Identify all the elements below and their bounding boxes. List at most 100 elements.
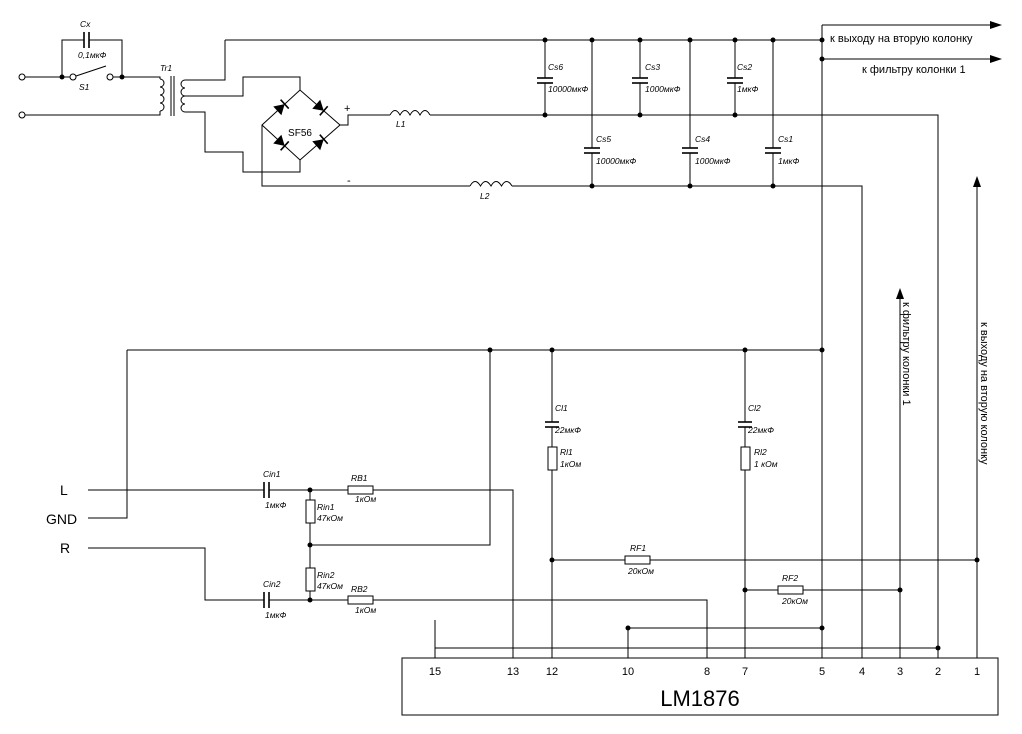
junction-dot: [770, 183, 776, 189]
wire-cx-loop: [61, 39, 123, 77]
junction-dot: [974, 557, 980, 563]
ic-pin-15: 15: [429, 666, 441, 678]
mains-terminal-top: [18, 73, 26, 81]
ic-pin-4: 4: [859, 666, 865, 678]
plus-sign: +: [344, 103, 350, 115]
ic-lm1876-body: [401, 657, 999, 716]
cap-cl1-value: 22мкФ: [554, 425, 581, 435]
resistor-rb2: [347, 595, 374, 605]
resistor-rin2-ref: Rin2: [317, 570, 335, 580]
resistor-rb2-value: 1кОм: [355, 605, 376, 615]
resistor-rin1-value: 47кОм: [317, 513, 343, 523]
cap-cl1-ref: Cl1: [555, 403, 568, 413]
junction-dot: [687, 183, 693, 189]
wire-mains-bottom: [25, 111, 161, 116]
cap-cin2-value: 1мкФ: [265, 610, 287, 620]
resistor-rf2-value: 20кОм: [781, 596, 808, 606]
wire-input-r: [88, 547, 708, 658]
junction-dot: [542, 37, 548, 43]
cap-cin1-ref: Cin1: [263, 469, 281, 479]
junction-dot: [542, 112, 548, 118]
cap-cs6-ref: Cs6: [548, 62, 563, 72]
ic-pin-10: 10: [622, 666, 634, 678]
cap-cs3-value: 1000мкФ: [645, 84, 681, 94]
wire-pin15: [434, 620, 938, 658]
inductor-l2: [469, 181, 513, 187]
ic-pin-8: 8: [704, 666, 710, 678]
junction-dot: [637, 112, 643, 118]
junction-dot: [732, 112, 738, 118]
resistor-rl2-ref: Rl2: [754, 447, 767, 457]
arrow-filter-1-vertical-head: [896, 288, 904, 299]
cap-cin2-ref: Cin2: [263, 579, 281, 589]
cap-cx-ref: Cx: [80, 19, 91, 29]
inductor-l1-label: L1: [396, 119, 406, 129]
wire-pin10: [627, 627, 822, 658]
bridge-diode-2: [312, 99, 329, 116]
resistor-rb1-ref: RB1: [351, 473, 368, 483]
wire-plus-rail: [430, 114, 939, 658]
resistor-rin1: [305, 499, 316, 524]
resistor-rf1-ref: RF1: [630, 543, 646, 553]
cap-cs1-value: 1мкФ: [778, 156, 800, 166]
wire-bridge-minus: [261, 125, 470, 187]
junction-dot: [819, 56, 825, 62]
input-l-label: L: [60, 482, 68, 498]
ic-pin-5: 5: [819, 666, 825, 678]
ic-pin-3: 3: [897, 666, 903, 678]
ic-pin-12: 12: [546, 666, 558, 678]
cap-cs5-value: 10000мкФ: [596, 156, 636, 166]
junction-dot: [819, 625, 825, 631]
ic-pin-7: 7: [742, 666, 748, 678]
resistor-rb2-ref: RB2: [351, 584, 368, 594]
cap-cl2-ref: Cl2: [748, 403, 761, 413]
junction-dot: [935, 645, 941, 651]
junction-dot: [549, 557, 555, 563]
ic-pin-2: 2: [935, 666, 941, 678]
arrow-second-speaker-head: [990, 21, 1002, 29]
inductor-l2-label: L2: [480, 191, 490, 201]
junction-dot: [549, 347, 555, 353]
resistor-rf1: [624, 555, 651, 565]
minus-sign: -: [347, 175, 351, 187]
resistor-rin1-ref: Rin1: [317, 502, 335, 512]
wire-ground-to-rin: [310, 350, 491, 546]
resistor-rin2-value: 47кОм: [317, 581, 343, 591]
cap-cs2-ref: Cs2: [737, 62, 752, 72]
junction-dot: [119, 74, 125, 80]
arrow-second-speaker-label: к выходу на вторую колонку: [830, 33, 973, 45]
tr1-label: Tr1: [160, 63, 172, 73]
cap-cs6-value: 10000мкФ: [548, 84, 588, 94]
arrow-second-speaker-vertical-label: к выходу на вторую колонку: [978, 322, 990, 465]
cap-cs4-value: 1000мкФ: [695, 156, 731, 166]
junction-dot: [742, 347, 748, 353]
resistor-rl1-ref: Rl1: [560, 447, 573, 457]
cap-cs4-ref: Cs4: [695, 134, 710, 144]
junction-dot: [307, 597, 313, 603]
wire-secondary-mid: [185, 76, 301, 97]
resistor-rl1: [547, 446, 558, 471]
arrow-second-speaker-vertical-head: [973, 176, 981, 187]
wire-bridge-plus: [340, 114, 390, 126]
bridge-diode-3: [273, 134, 290, 151]
bridge-diode-1: [273, 99, 290, 116]
switch-s1-contact-left: [69, 73, 77, 81]
junction-dot: [589, 37, 595, 43]
resistor-rf1-value: 20кОм: [627, 566, 654, 576]
resistor-rf2-ref: RF2: [782, 573, 798, 583]
switch-s1-contact-right: [106, 73, 114, 81]
switch-s1-label: S1: [79, 82, 90, 92]
resistor-rl1-value: 1кОм: [560, 459, 581, 469]
junction-dot: [589, 183, 595, 189]
switch-s1-blade: [75, 65, 107, 77]
cap-cx-value: 0,1мкФ: [78, 50, 107, 60]
cap-cin1-value: 1мкФ: [265, 500, 287, 510]
junction-dot: [687, 37, 693, 43]
junction-dot: [742, 587, 748, 593]
inductor-l1: [389, 110, 431, 117]
cap-cs3-ref: Cs3: [645, 62, 660, 72]
tr1-primary-coil: [159, 78, 165, 112]
arrow-filter-1-vertical-label: к фильтру колонки 1: [900, 302, 912, 406]
resistor-rl2: [740, 446, 751, 471]
